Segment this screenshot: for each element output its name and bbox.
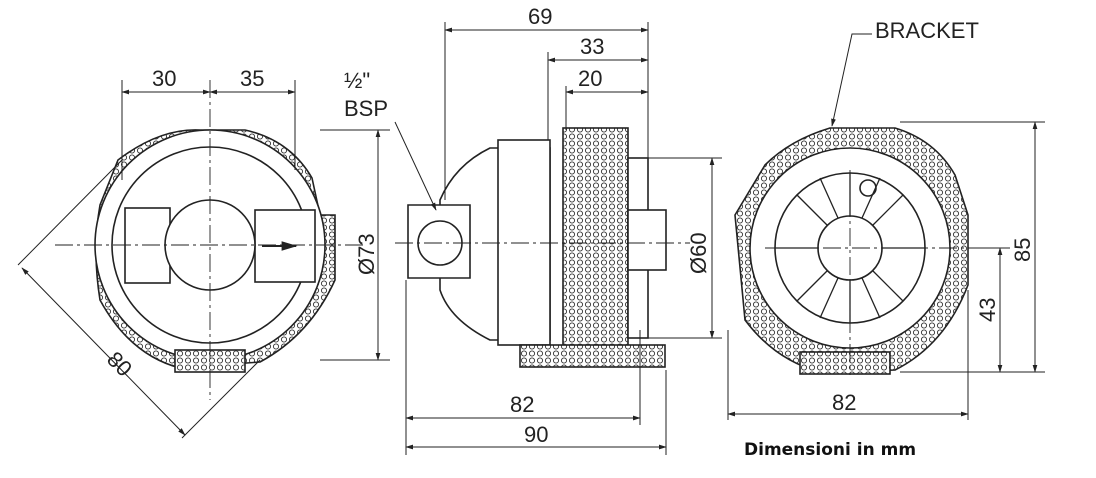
dim-side-inner-top: 20 bbox=[578, 66, 602, 91]
front-inlet-block bbox=[124, 207, 171, 284]
side-bracket-tab bbox=[627, 209, 667, 271]
label-bsp: BSP bbox=[344, 96, 388, 121]
label-bsp-fraction: ½" bbox=[344, 68, 370, 93]
side-hatched-flange bbox=[562, 127, 629, 364]
dim-front-diagonal: 80 bbox=[102, 347, 137, 382]
rear-dimension-lines bbox=[727, 33, 1045, 420]
dim-front-right: 35 bbox=[240, 66, 264, 91]
dim-rear-bottom: 82 bbox=[832, 390, 856, 415]
side-base-plate bbox=[519, 344, 666, 368]
side-motor-cap bbox=[497, 139, 551, 346]
dim-side-bottom-total: 90 bbox=[524, 422, 548, 447]
dim-front-left: 30 bbox=[152, 66, 176, 91]
front-dimension-lines bbox=[17, 80, 390, 439]
side-view bbox=[395, 127, 690, 368]
dim-rear-height-half: 43 bbox=[975, 298, 1000, 322]
dim-side-bottom-inner: 82 bbox=[510, 392, 534, 417]
units-footnote: Dimensioni in mm bbox=[744, 440, 917, 460]
dim-front-diameter: Ø73 bbox=[354, 233, 379, 275]
dim-side-total-top: 69 bbox=[528, 4, 552, 29]
label-bracket: BRACKET bbox=[875, 18, 979, 43]
dim-side-mid-top: 33 bbox=[580, 34, 604, 59]
dim-side-diameter: Ø60 bbox=[686, 232, 711, 274]
rear-base-plate bbox=[799, 351, 891, 375]
front-view bbox=[55, 80, 365, 400]
rear-light-icon bbox=[859, 179, 877, 197]
rear-view bbox=[734, 127, 1000, 375]
side-dimension-lines bbox=[394, 22, 722, 455]
dim-rear-height-total: 85 bbox=[1010, 238, 1035, 262]
